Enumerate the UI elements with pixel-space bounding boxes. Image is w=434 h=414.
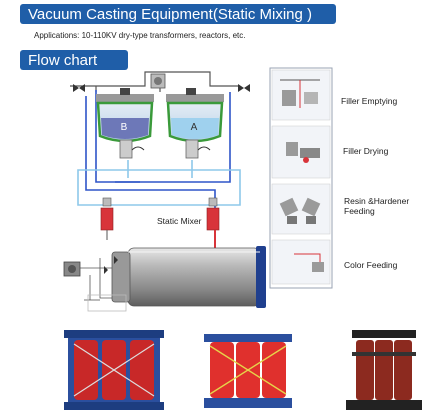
step-label-resin-hardener-feeding: Resin &Hardener Feeding [344,196,410,216]
manifold-box [87,294,127,312]
filler-emptying-icon [271,69,331,121]
static-mixer-label: Static Mixer [157,216,202,226]
resin-hardener-feeding-icon [271,183,331,235]
barrel-piping [80,258,112,301]
step-label-filler-drying: Filler Drying [343,146,389,156]
tank-b-label: B [121,122,128,133]
flow-chart-banner: Flow chart [20,50,128,70]
filler-drying-icon [271,125,331,179]
metering-pump-left [100,197,114,240]
step-label-filler-emptying: Filler Emptying [341,96,398,106]
transformer-dark-icon [346,330,422,410]
tank-a [166,88,224,159]
transformer-blue-icon [64,330,164,410]
valve-icon [104,256,118,274]
applications-text: Applications: 10-110KV dry-type transfor… [34,31,246,40]
tank-b [96,88,154,159]
color-feeding-icon [271,239,331,285]
transformer-red-icon [204,334,292,408]
page-title: Vacuum Casting Equipment(Static Mixing ) [28,5,313,23]
title-banner: Vacuum Casting Equipment(Static Mixing ) [20,4,336,24]
tank-a-label: A [191,122,198,133]
valve-icon [73,84,250,92]
flow-chart-title: Flow chart [28,51,98,69]
vacuum-pump-icon [150,73,166,89]
casting-barrel [111,246,266,308]
step-label-color-feeding: Color Feeding [344,260,398,270]
metering-pump-right [206,197,220,231]
vacuum-pump-icon [63,261,81,277]
